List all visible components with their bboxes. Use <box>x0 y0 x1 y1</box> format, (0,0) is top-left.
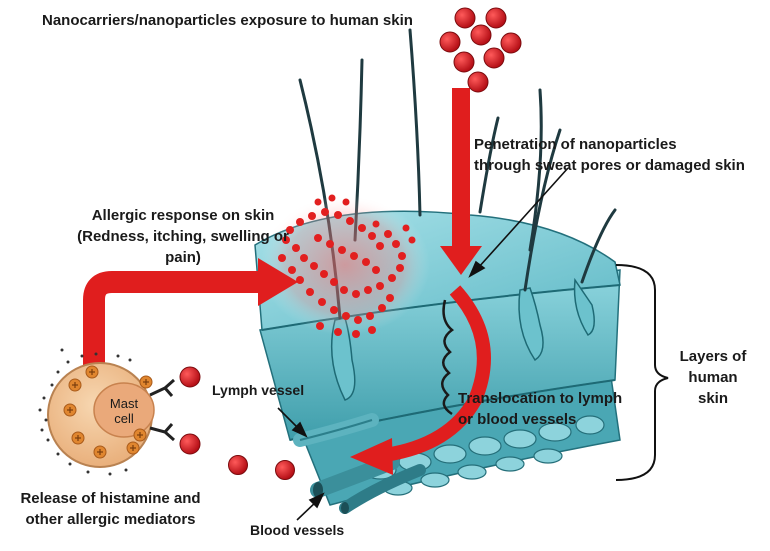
translocation-label: Translocation to lymph or blood vessels <box>458 388 622 430</box>
free-nanoparticles <box>229 456 295 480</box>
mast-cell-label: Mast cell <box>104 396 144 426</box>
layers-label: Layers of human skin <box>668 346 758 409</box>
penetration-label: Penetration of nanoparticles through swe… <box>474 134 745 176</box>
exposure-label: Nanocarriers/nanoparticles exposure to h… <box>42 10 413 31</box>
penetration-arrow-shaft <box>452 88 470 248</box>
nanoparticle-cluster <box>440 8 521 92</box>
release-label: Release of histamine and other allergic … <box>8 488 213 530</box>
allergic-response-label: Allergic response on skin (Redness, itch… <box>58 205 308 268</box>
layers-bracket <box>616 265 668 480</box>
blood-vessels-label: Blood vessels <box>250 520 344 541</box>
lymph-vessel-label: Lymph vessel <box>212 380 304 401</box>
